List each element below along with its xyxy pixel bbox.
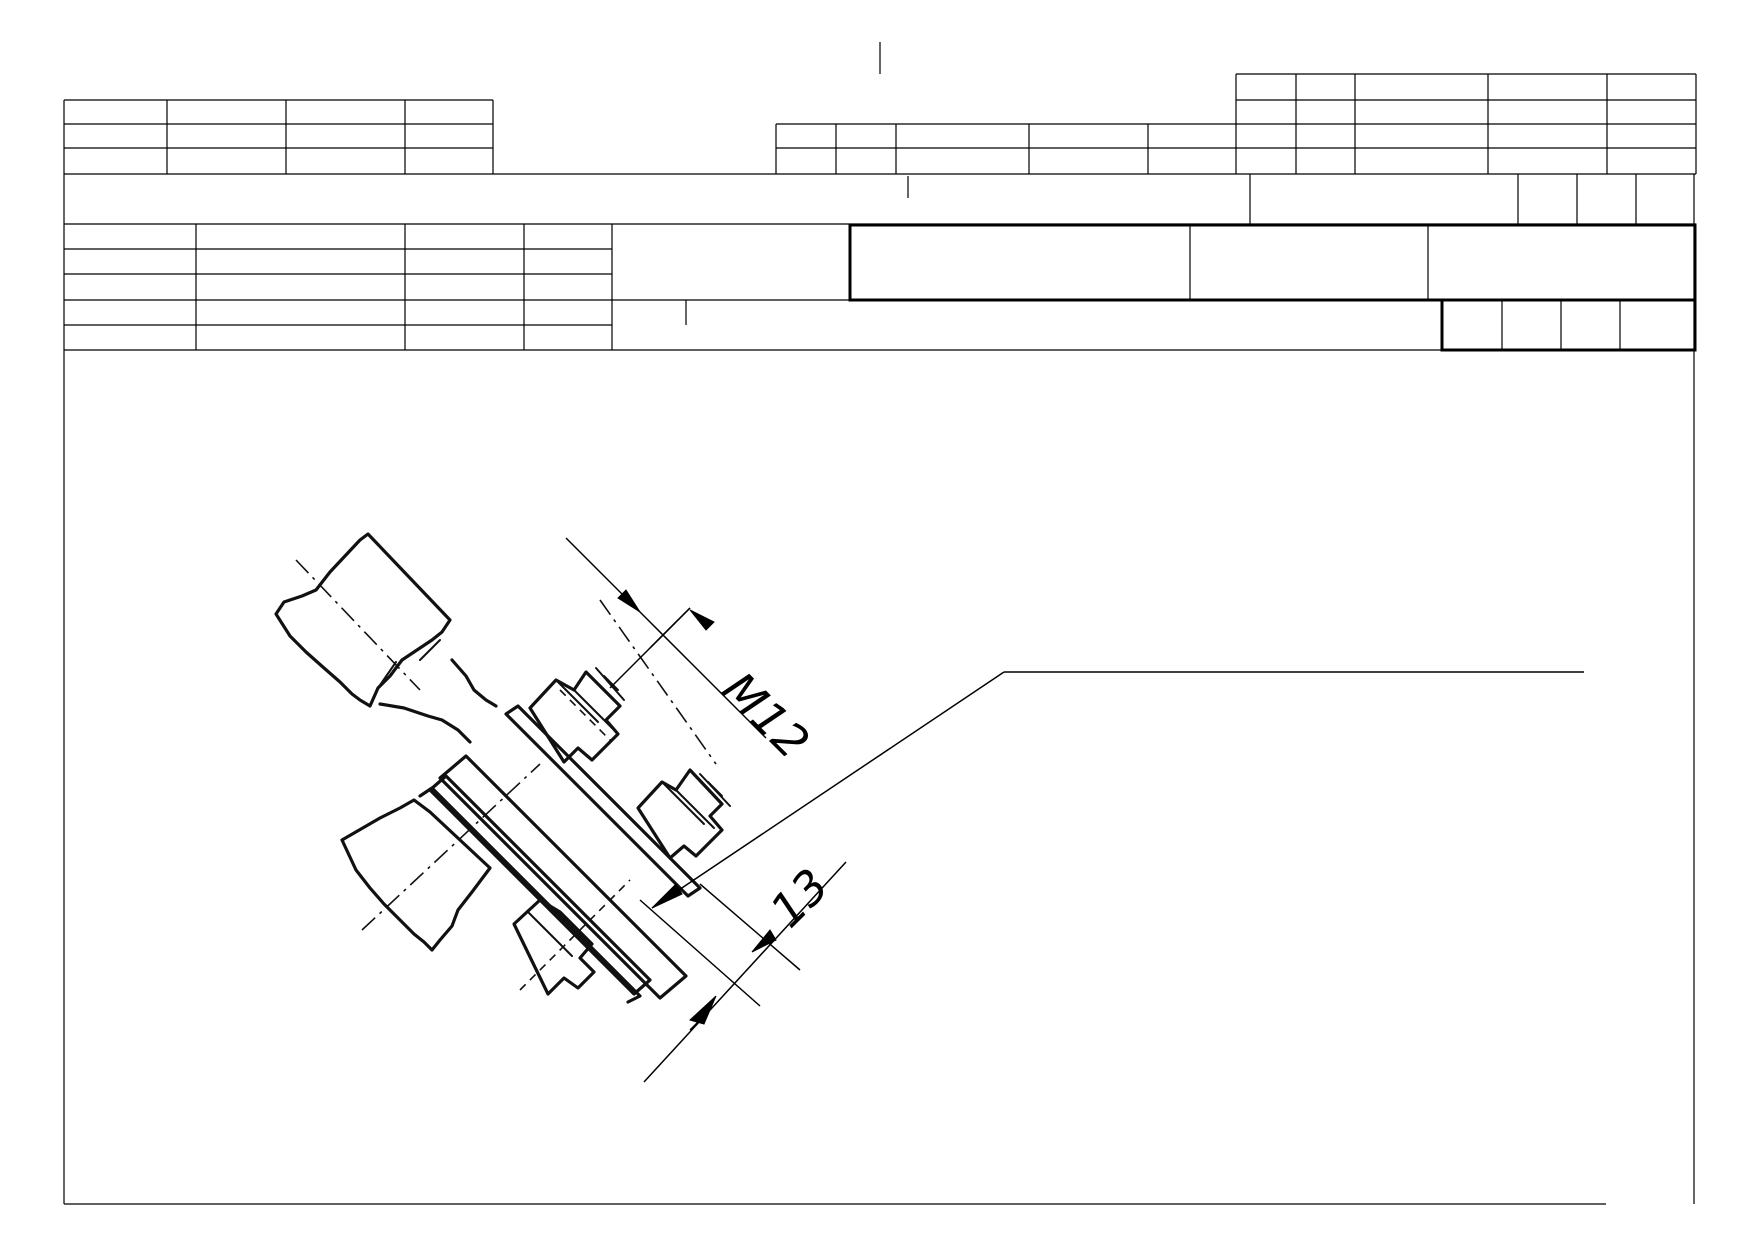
pipe-transition — [378, 658, 498, 744]
leader-callout — [651, 671, 1584, 909]
thread-dimension-label: M12 — [712, 662, 820, 770]
flange-gasket — [428, 774, 652, 996]
hidden-line — [519, 879, 631, 991]
flange-plate-upper — [504, 704, 702, 898]
designation-frame — [848, 223, 1697, 302]
pipe-axis-upper — [295, 559, 421, 691]
upper-bolt-nut — [528, 670, 622, 764]
bolt-axis — [599, 599, 717, 765]
sheet-number-frame — [1440, 298, 1697, 352]
length-dimension-label: 13 — [760, 858, 840, 938]
flange-joint-sketch — [274, 532, 731, 1004]
upper-pipe — [274, 532, 452, 708]
lower-pipe — [340, 798, 492, 952]
lower-bolt-nut — [512, 898, 596, 996]
right-bolt-nut — [636, 768, 724, 860]
flange-plate-lower — [438, 754, 688, 1000]
pipe-axis-lower — [361, 763, 541, 931]
leader-line — [651, 671, 1005, 909]
form-grid — [63, 42, 1697, 1205]
